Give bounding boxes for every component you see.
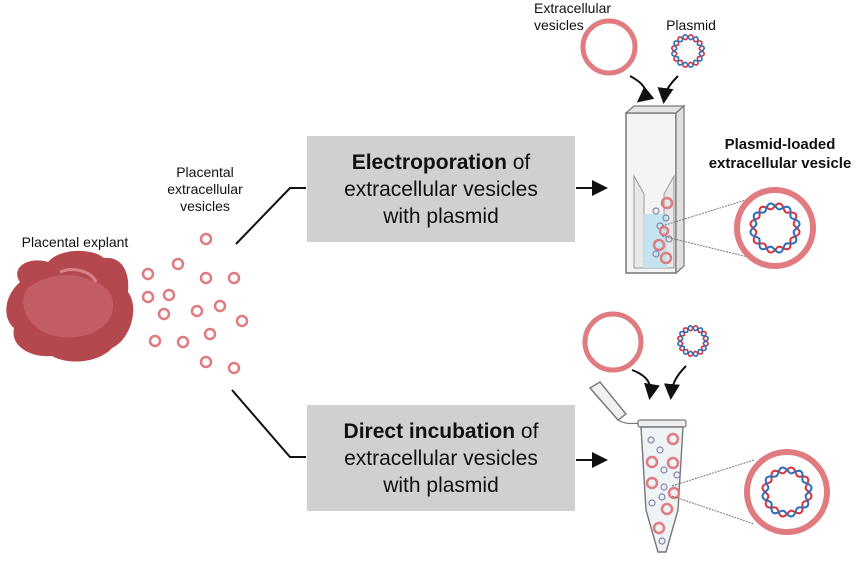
vesicle-icon bbox=[660, 483, 668, 491]
tube-vesicles-group bbox=[645, 432, 681, 545]
dna-strand bbox=[671, 33, 705, 69]
branch-line-bottom bbox=[231, 389, 306, 458]
vesicle-icon bbox=[645, 455, 659, 469]
vesicle-icon bbox=[157, 307, 171, 321]
cuvette-vesicles-group bbox=[652, 196, 674, 265]
vesicle-icon bbox=[652, 238, 666, 252]
vesicle-icon bbox=[660, 196, 674, 210]
curved-arrow-plasmid-top bbox=[657, 75, 679, 104]
dna-strand bbox=[677, 324, 709, 358]
vesicle-icon bbox=[199, 232, 213, 246]
vesicle-icon bbox=[665, 235, 673, 243]
vesicle-icon bbox=[235, 314, 249, 328]
vesicle-icon bbox=[648, 499, 656, 507]
curved-arrow-ev-top bbox=[629, 75, 655, 103]
vesicle-icon bbox=[667, 486, 681, 500]
plasmid-in-ev-icon-bottom bbox=[761, 466, 813, 518]
vesicle-icon bbox=[647, 436, 655, 444]
electroporation-box: Electroporation of extracellular vesicle… bbox=[307, 136, 575, 242]
vesicle-icon bbox=[658, 537, 666, 545]
vesicle-icon bbox=[660, 466, 668, 474]
method-title: Electroporation bbox=[351, 150, 507, 174]
vesicle-icon bbox=[203, 327, 217, 341]
placental-vesicles-group bbox=[141, 232, 249, 375]
vesicle-icon bbox=[666, 456, 680, 470]
vesicle-icon bbox=[199, 271, 213, 285]
vesicle-icon bbox=[227, 271, 241, 285]
ev-input-icon-top bbox=[580, 18, 638, 76]
vesicle-icon bbox=[652, 250, 660, 258]
placental-evs-label: Placental extracellular vesicles bbox=[167, 164, 243, 214]
method-title: Direct incubation bbox=[343, 419, 516, 443]
vesicle-icon bbox=[660, 502, 674, 516]
vesicle-icon bbox=[176, 335, 190, 349]
vesicle-icon bbox=[141, 290, 155, 304]
dna-strand bbox=[749, 202, 801, 254]
vesicle-icon bbox=[213, 299, 227, 313]
plasmid-loaded-ev-label: Plasmid-loaded extracellular vesicle bbox=[708, 136, 852, 172]
vesicle-icon bbox=[171, 257, 185, 271]
curved-arrow-ev-bottom bbox=[631, 369, 660, 400]
vesicle-icon bbox=[199, 355, 213, 369]
plasmid-input-icon-top bbox=[671, 33, 705, 69]
vesicle-icon bbox=[652, 207, 660, 215]
plasmid-in-ev-icon-top bbox=[749, 202, 801, 254]
loaded-ev-zoom-bottom bbox=[744, 449, 830, 535]
vesicle-icon bbox=[141, 267, 155, 281]
dna-strand bbox=[761, 466, 813, 518]
extracellular-vesicles-label: Extracellular vesicles bbox=[534, 0, 612, 33]
dna-strand bbox=[671, 33, 705, 69]
vesicle-icon bbox=[656, 446, 664, 454]
vesicle-icon bbox=[659, 251, 673, 265]
plasmid-label: Plasmid bbox=[666, 17, 716, 33]
dna-strand bbox=[761, 466, 813, 518]
curved-arrow-plasmid-bottom bbox=[664, 365, 687, 400]
vesicle-icon bbox=[227, 361, 241, 375]
vesicle-icon bbox=[652, 521, 666, 535]
loaded-ev-zoom-top bbox=[734, 187, 816, 269]
ev-input-icon-bottom bbox=[582, 311, 644, 373]
vesicle-icon bbox=[162, 288, 176, 302]
vesicle-icon bbox=[658, 225, 670, 237]
branch-line-top bbox=[235, 187, 306, 245]
vesicle-icon bbox=[658, 493, 666, 501]
dna-strand bbox=[749, 202, 801, 254]
plasmid-input-icon-bottom bbox=[677, 324, 709, 358]
vesicle-icon bbox=[148, 334, 162, 348]
vesicle-icon bbox=[673, 471, 681, 479]
direct-incubation-box: Direct incubation of extracellular vesic… bbox=[307, 405, 575, 511]
vesicle-icon bbox=[666, 432, 680, 446]
placental-explant-icon bbox=[6, 250, 134, 362]
placental-explant-label: Placental explant bbox=[21, 234, 129, 250]
vesicle-icon bbox=[645, 476, 659, 490]
dna-strand bbox=[677, 324, 709, 358]
vesicle-icon bbox=[190, 304, 204, 318]
vesicle-icon bbox=[662, 214, 670, 222]
